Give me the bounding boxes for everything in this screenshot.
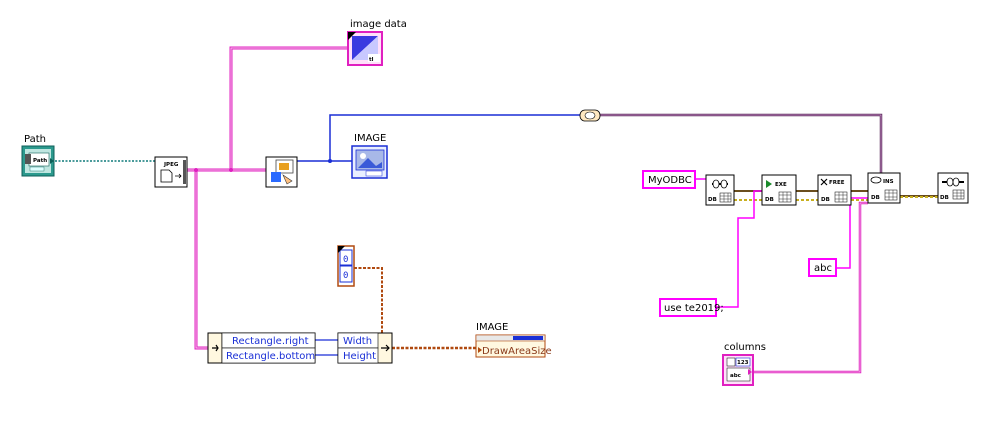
connection-string-constant[interactable]: MyODBC — [642, 170, 696, 189]
wire-junction — [229, 168, 233, 172]
picture-wire[interactable] — [297, 114, 580, 162]
image-indicator-label: IMAGE — [354, 133, 386, 144]
read-jpeg-node[interactable]: JPEG — [154, 156, 188, 188]
db-free-object-node[interactable]: FREE DB — [817, 174, 852, 206]
image-picture-indicator[interactable] — [351, 145, 388, 179]
sql-string-wire[interactable] — [716, 190, 762, 308]
array-wire[interactable] — [354, 267, 383, 335]
to-variant-node[interactable] — [579, 109, 601, 122]
svg-text:abc: abc — [814, 263, 832, 274]
unbundle-item-right: Rectangle.right — [232, 336, 309, 347]
svg-text:abc: abc — [730, 373, 741, 379]
image-property-node[interactable]: DrawAreaSize — [475, 334, 552, 358]
svg-text:FREE: FREE — [829, 180, 845, 186]
arrow-icon — [212, 344, 219, 352]
image-data-wire[interactable] — [186, 46, 350, 350]
db-close-connection-node[interactable]: DB — [937, 172, 969, 204]
hand-icon — [282, 174, 293, 185]
svg-text:DB: DB — [871, 195, 880, 201]
table-name-constant[interactable]: abc — [808, 258, 837, 277]
unbundle-item-bottom: Rectangle.bottom — [226, 351, 315, 362]
columns-label: columns — [724, 342, 766, 353]
numeric-array-constant[interactable]: 0 0 — [337, 245, 355, 287]
svg-text:JPEG: JPEG — [163, 162, 179, 168]
numeric-wires[interactable] — [315, 339, 338, 356]
wire-junction — [328, 159, 332, 163]
svg-text:Path: Path — [33, 158, 47, 164]
table-name-wire[interactable] — [836, 197, 868, 269]
svg-text:tl: tl — [369, 57, 374, 63]
path-control[interactable]: Path — [21, 145, 55, 177]
wire-junction — [194, 168, 198, 172]
property-item: DrawAreaSize — [482, 346, 552, 357]
sql-query-constant[interactable]: use te2019; — [659, 298, 724, 317]
bundle-item-height: Height — [343, 351, 376, 362]
svg-text:INS: INS — [883, 179, 894, 185]
property-node-label: IMAGE — [476, 322, 508, 333]
db-insert-data-node[interactable]: INS DB — [867, 172, 901, 204]
file-icon — [160, 169, 173, 183]
reference-wire[interactable] — [600, 113, 883, 175]
svg-text:MyODBC: MyODBC — [648, 175, 692, 186]
array-element-0: 0 — [343, 255, 348, 265]
bundle-item-width: Width — [343, 336, 372, 347]
image-data-wire-core — [186, 47, 350, 349]
db-open-connection-node[interactable]: DB — [705, 174, 735, 206]
arrow-icon — [175, 173, 182, 179]
wires — [55, 46, 938, 374]
image-data-indicator[interactable]: tl — [347, 31, 383, 66]
path-label: Path — [24, 134, 46, 145]
svg-text:DB: DB — [940, 195, 949, 201]
draw-flattened-pixmap-node[interactable] — [265, 156, 298, 188]
svg-text:EXE: EXE — [775, 182, 787, 188]
columns-control[interactable]: 123 abc — [722, 354, 754, 386]
svg-text:DB: DB — [821, 197, 830, 203]
bundle-by-name[interactable]: Width Height — [337, 332, 393, 364]
image-data-label: image data — [350, 19, 407, 30]
svg-text:DB: DB — [708, 197, 717, 203]
arrow-icon — [381, 344, 390, 352]
svg-text:123: 123 — [737, 360, 749, 366]
array-element-1: 0 — [343, 271, 348, 281]
svg-text:use te2019;: use te2019; — [664, 303, 724, 314]
db-reference-wires[interactable] — [734, 190, 938, 201]
unbundle-by-name[interactable]: Rectangle.right Rectangle.bottom — [207, 332, 316, 364]
svg-text:DB: DB — [765, 197, 774, 203]
db-execute-query-node[interactable]: EXE DB — [761, 174, 797, 206]
